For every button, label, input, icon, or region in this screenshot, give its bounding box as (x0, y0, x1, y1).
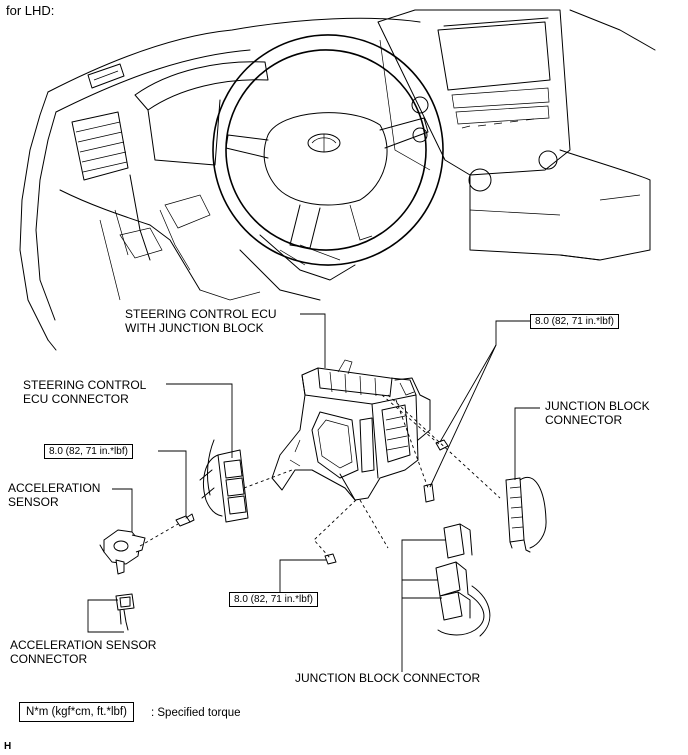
steering-ecu-connector-label-line2: ECU CONNECTOR (23, 392, 129, 406)
bolts-illustration (324, 439, 449, 565)
acceleration-sensor-illustration (99, 513, 195, 575)
junction-block-connector-right-illustration (505, 477, 547, 553)
junction-block-connector-right-label: JUNCTION BLOCK CONNECTOR (545, 399, 650, 427)
steering-ecu-connector-label-line1: STEERING CONTROL (23, 378, 147, 392)
acceleration-sensor-connector-illustration (115, 593, 135, 631)
dashboard-illustration (19, 9, 656, 351)
junction-block-connector-bottom-label: JUNCTION BLOCK CONNECTOR (295, 671, 481, 685)
leader-lines (87, 313, 540, 672)
torque-legend-symbol: N*m (kgf*cm, ft.*lbf) (19, 702, 134, 722)
steering-ecu-connector-illustration (199, 439, 249, 523)
torque-callout-top-right: 8.0 (82, 71 in.*lbf) (530, 314, 619, 329)
illustration-code: H (4, 741, 12, 752)
torque-callout-bottom: 8.0 (82, 71 in.*lbf) (229, 592, 318, 607)
acceleration-sensor-connector-label: ACCELERATION SENSOR CONNECTOR (10, 638, 156, 666)
acceleration-sensor-label: ACCELERATION SENSOR (8, 481, 100, 509)
steering-ecu-label: STEERING CONTROL ECU WITH JUNCTION BLOCK (125, 307, 277, 335)
junction-block-connector-bottom-illustration (435, 523, 491, 637)
steering-ecu-label-line1: STEERING CONTROL ECU (125, 307, 277, 321)
acceleration-sensor-label-line1: ACCELERATION (8, 481, 101, 495)
junction-block-connector-right-label-line2: CONNECTOR (545, 413, 623, 427)
acceleration-sensor-label-line2: SENSOR (8, 495, 59, 509)
torque-legend-description: : Specified torque (151, 707, 241, 719)
acceleration-sensor-connector-label-line2: CONNECTOR (10, 652, 88, 666)
steering-ecu-connector-label: STEERING CONTROL ECU CONNECTOR (23, 378, 146, 406)
torque-callout-left: 8.0 (82, 71 in.*lbf) (44, 444, 133, 459)
steering-ecu-label-line2: WITH JUNCTION BLOCK (125, 321, 264, 335)
assembly-lines (139, 394, 501, 559)
steering-ecu-illustration (271, 359, 431, 501)
acceleration-sensor-connector-label-line1: ACCELERATION SENSOR (10, 638, 157, 652)
junction-block-connector-right-label-line1: JUNCTION BLOCK (545, 399, 650, 413)
variant-label: for LHD: (6, 3, 55, 18)
